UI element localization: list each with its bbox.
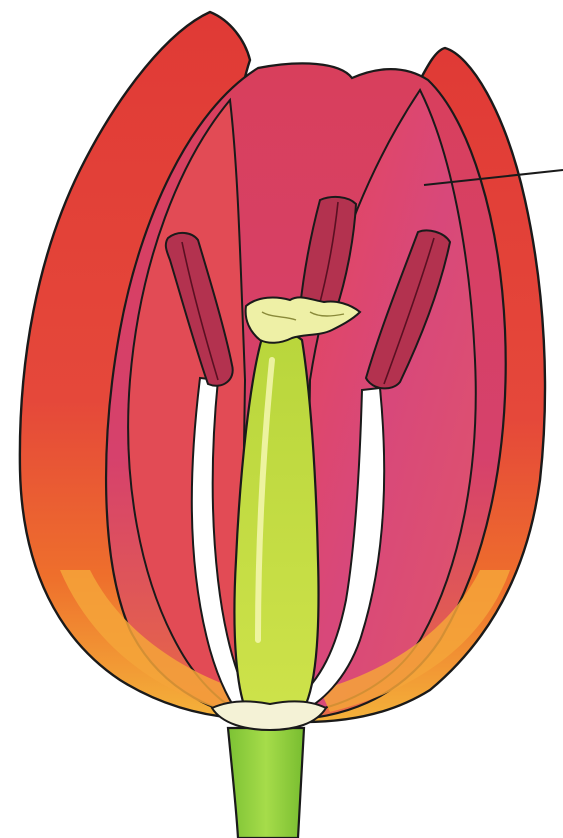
stem xyxy=(228,728,304,838)
receptacle xyxy=(212,701,326,730)
